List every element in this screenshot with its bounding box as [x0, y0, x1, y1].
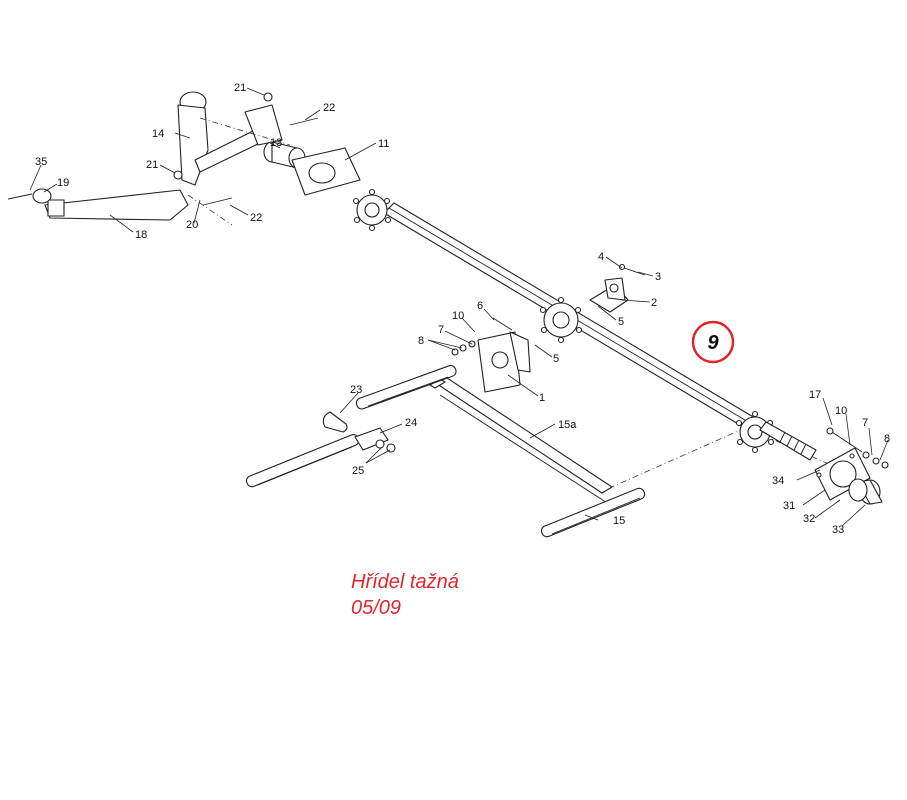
part-label: 22 [323, 102, 335, 114]
part-label: 2 [651, 297, 657, 309]
flange-11 [291, 147, 361, 196]
part-label: 13 [270, 137, 282, 149]
part-label: 25 [352, 465, 364, 477]
part-label: 31 [783, 500, 795, 512]
bolt-3 [618, 263, 646, 276]
hook-23 [322, 411, 348, 433]
part-label: 5 [553, 353, 559, 365]
part-labels: 1 2 3 4 5 5 6 7 7 8 8 10 10 11 13 14 15 … [35, 82, 890, 536]
part-label: 18 [135, 229, 147, 241]
part-label: 7 [862, 417, 868, 429]
callout-marker: 9 [691, 320, 735, 364]
chain-lower-left [245, 434, 360, 488]
part-label: 21 [234, 82, 246, 94]
nuts-left [451, 340, 476, 356]
part-label: 15 [613, 515, 625, 527]
bearing-flange [814, 447, 871, 501]
part-label: 6 [477, 300, 483, 312]
part-label: 34 [772, 475, 784, 487]
main-shaft [383, 202, 839, 491]
part-label: 35 [35, 156, 47, 168]
chain-lower-right [540, 487, 646, 538]
pin-22 [202, 117, 319, 206]
part-label: 10 [835, 405, 847, 417]
callout-circle [691, 320, 735, 364]
support-arm-14 [177, 91, 283, 186]
callout-number: 9 [707, 332, 719, 354]
part-label: 5 [618, 316, 624, 328]
lever-18 [7, 188, 189, 221]
sprocket-middle [539, 296, 583, 344]
plate-24 [354, 427, 396, 453]
chain-upper [355, 364, 457, 410]
part-label: 33 [832, 524, 844, 536]
bolt-17 [826, 427, 863, 453]
nuts-right [862, 451, 889, 469]
part-label: 32 [803, 513, 815, 525]
bearing-housing-2 [589, 277, 629, 313]
part-label: 19 [57, 177, 69, 189]
drawbar [427, 371, 616, 509]
part-label: 15a [558, 419, 577, 431]
part-label: 11 [378, 138, 389, 150]
part-label: 23 [350, 384, 362, 396]
part-label: 14 [152, 128, 164, 140]
part-label: 8 [418, 335, 424, 347]
part-label: 10 [452, 310, 464, 322]
bushing [848, 478, 883, 505]
bracket-1 [477, 331, 531, 393]
part-label: 3 [655, 271, 661, 283]
sprocket-right [735, 410, 775, 454]
splined-shaft-end [759, 421, 817, 461]
caption: Hřídel tažná 05/09 [351, 571, 459, 619]
part-label: 24 [405, 417, 417, 429]
sprocket-left [352, 188, 392, 232]
part-label: 22 [250, 212, 262, 224]
caption-date: 05/09 [351, 597, 401, 619]
part-label: 4 [598, 251, 604, 263]
part-label: 20 [186, 219, 198, 231]
part-label: 7 [438, 324, 444, 336]
part-label: 17 [809, 389, 821, 401]
washer-21 [173, 92, 273, 180]
part-label: 8 [884, 433, 890, 445]
caption-title: Hřídel tažná [351, 571, 459, 593]
leader-lines [29, 87, 889, 527]
part-label: 1 [539, 392, 545, 404]
part-label: 21 [146, 159, 158, 171]
bolt-6 [492, 317, 513, 331]
